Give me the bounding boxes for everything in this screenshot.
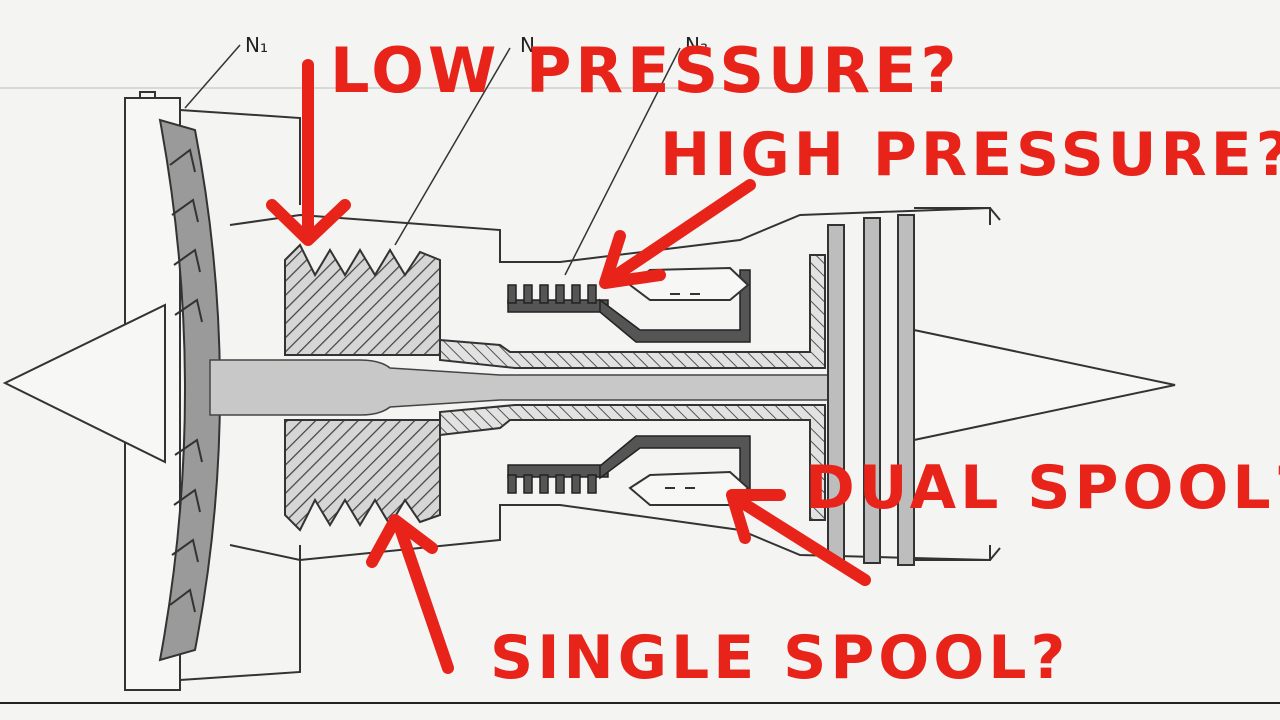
single-spool-arrow-shaft (394, 522, 454, 674)
exhaust-nozzle (914, 207, 1001, 561)
low-pressure-arrowhead (266, 199, 351, 246)
fan-blades (158, 118, 221, 662)
high-pressure-compressor-lower (507, 435, 751, 506)
cowling-lip (125, 91, 180, 99)
dual-spool-annotation: DUAL SPOOL? (805, 453, 1280, 523)
n1-label: N₁ (245, 33, 268, 57)
fan-blade-chevrons (169, 148, 203, 613)
high-pressure-annotation: HIGH PRESSURE? (660, 120, 1280, 190)
dual-spool-arrowhead (726, 489, 786, 544)
dual-spool-arrow-shaft (732, 494, 871, 586)
core-casing-upper (229, 206, 991, 263)
high-pressure-spool-lower (439, 404, 826, 521)
single-spool-annotation: SINGLE SPOOL? (490, 623, 1069, 693)
n3-leader-line (564, 47, 681, 276)
low-pressure-annotation: LOW PRESSURE? (330, 34, 960, 107)
low-pressure-compressor-lower (284, 419, 441, 532)
annotation-arrows (302, 59, 871, 674)
n2-label: N (520, 33, 535, 57)
low-pressure-compressor-upper (284, 243, 441, 356)
high-pressure-arrowhead (599, 230, 666, 289)
tail-cone (913, 328, 1176, 442)
n1-leader-line (184, 44, 241, 109)
core-casing-lower (229, 504, 991, 562)
fan-duct-outline (179, 109, 301, 681)
n3-label: N₃ (685, 33, 708, 57)
high-pressure-arrow-shaft (606, 179, 756, 284)
single-spool-arrowhead (366, 514, 438, 568)
annotation-arrowheads (266, 199, 786, 568)
turbine-stages (827, 214, 915, 566)
high-pressure-spool-upper (439, 254, 826, 369)
high-pressure-compressor-upper (507, 269, 751, 343)
n2-leader-line (394, 47, 511, 246)
nose-cone (2, 303, 166, 464)
